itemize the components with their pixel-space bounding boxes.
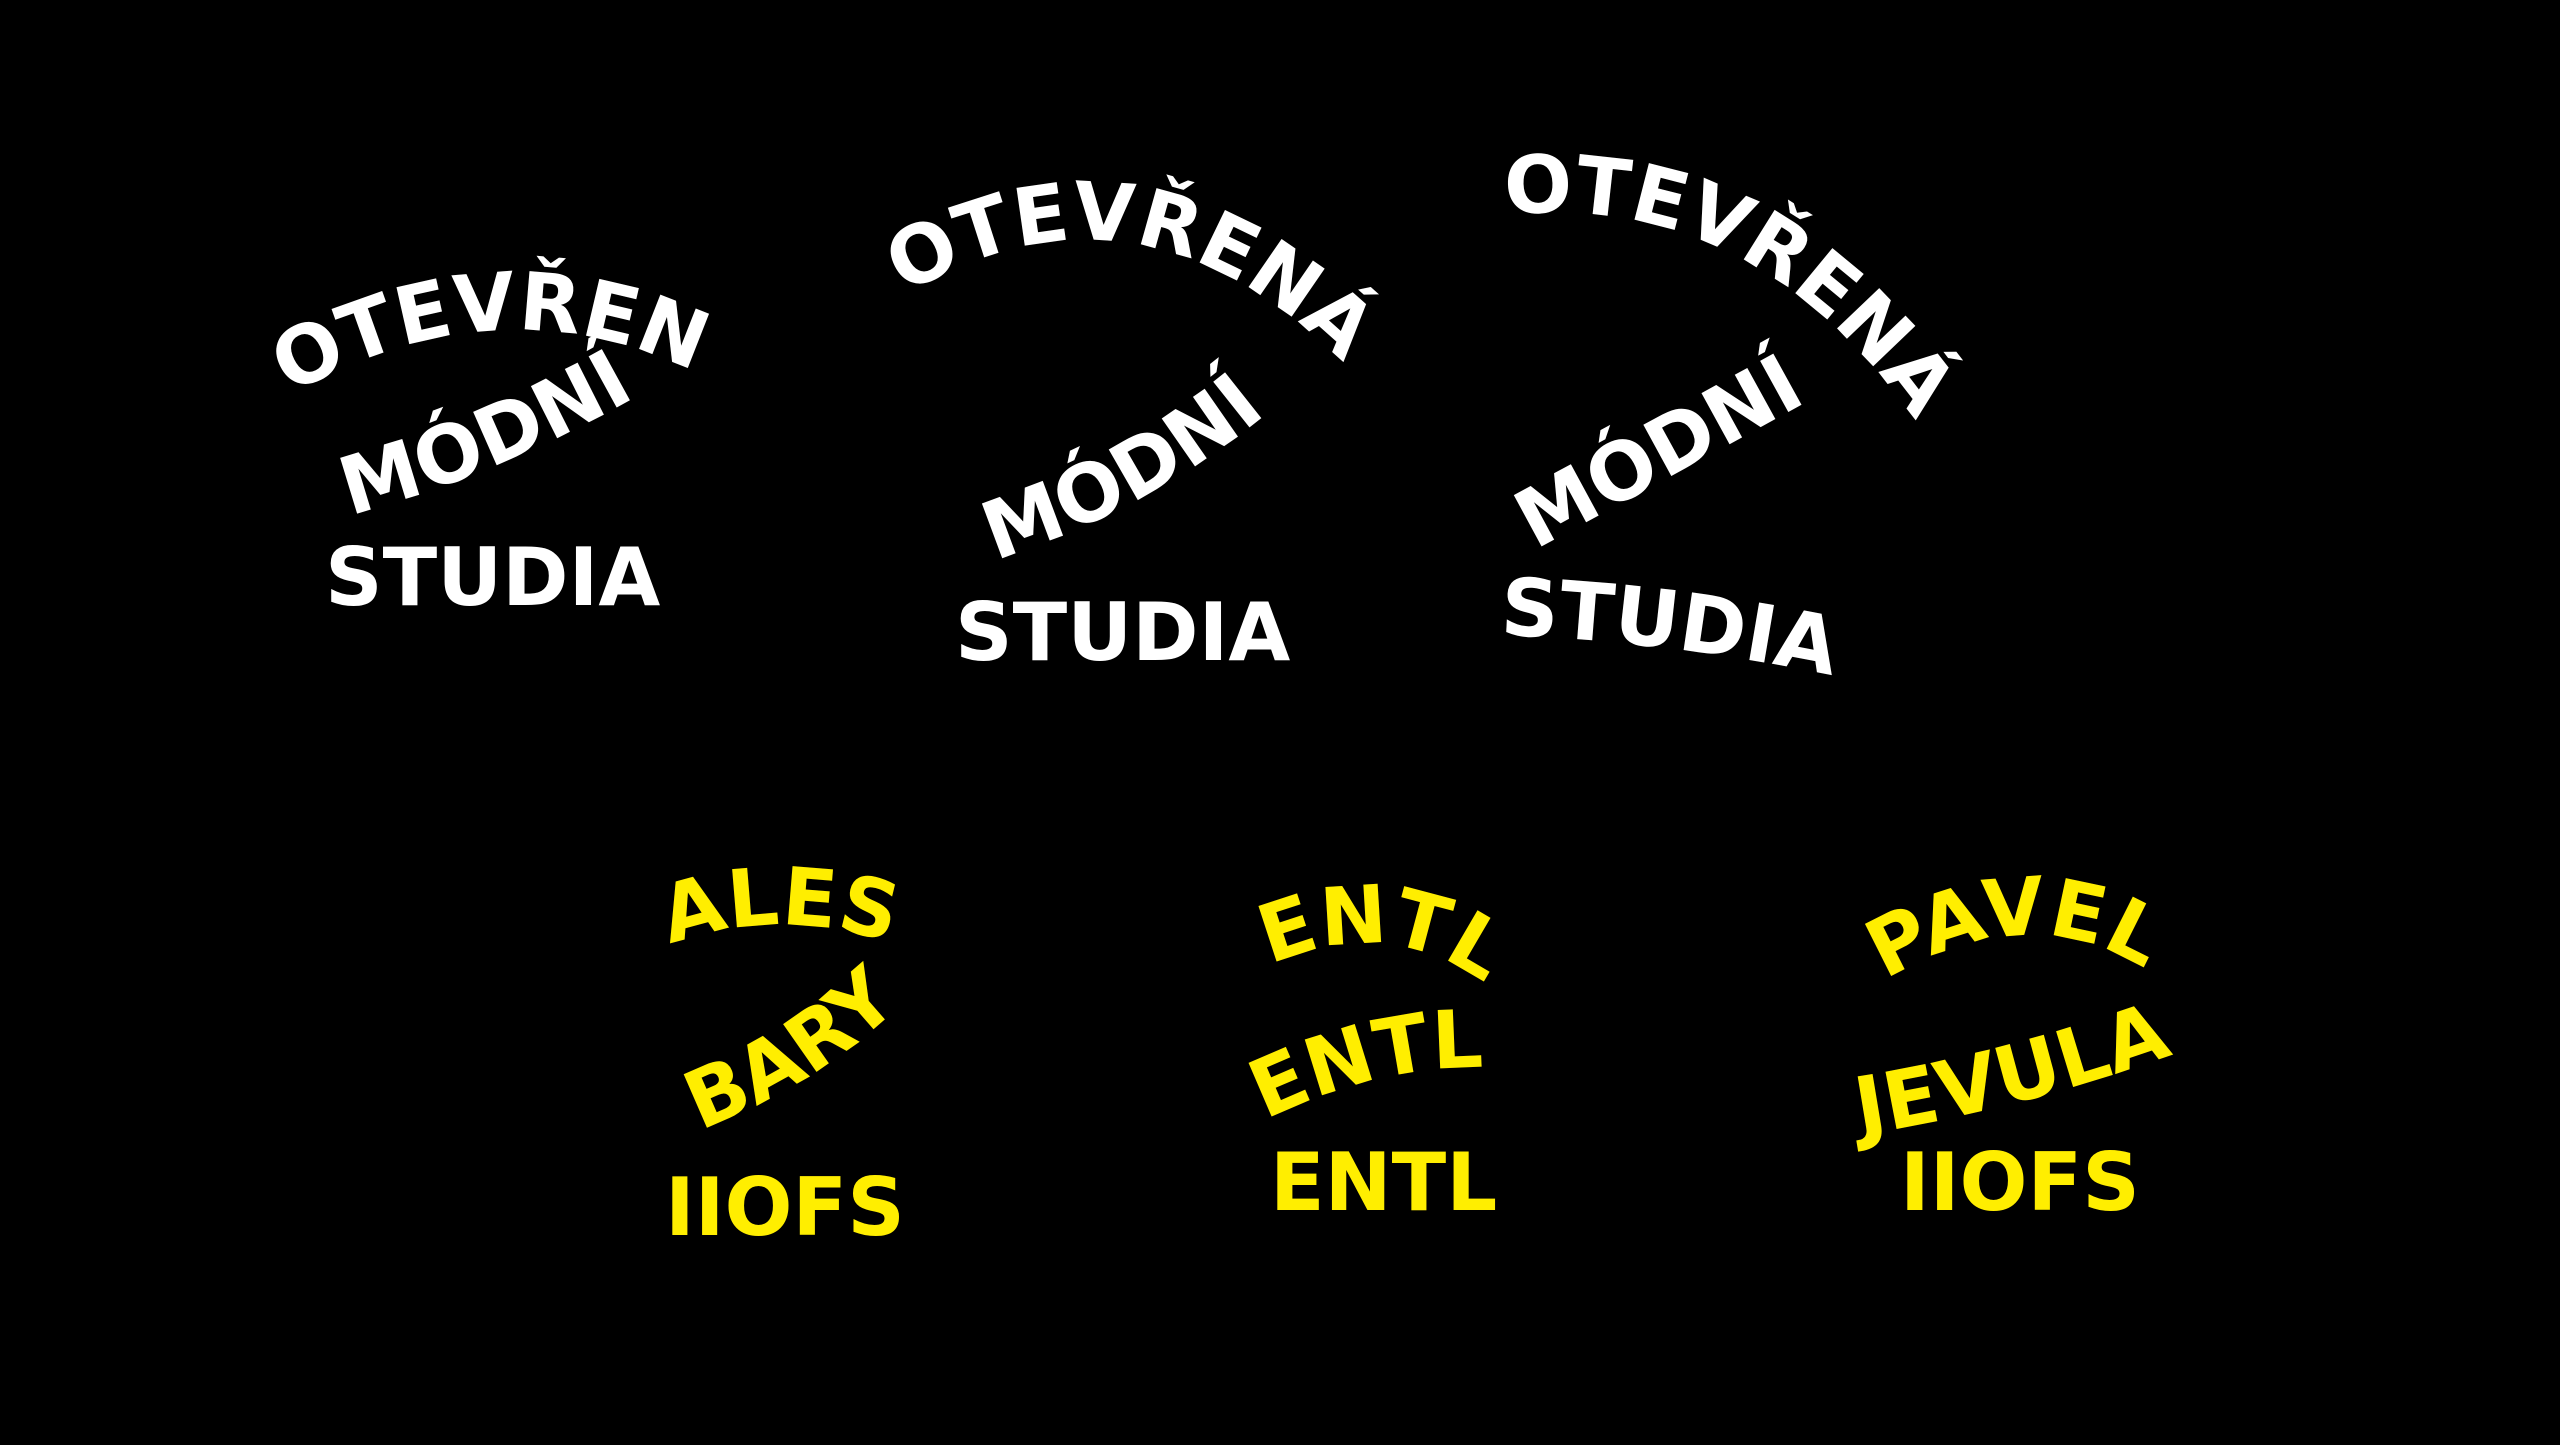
logo-line-2: MÓDNÍ [970, 355, 1279, 579]
logo-otevrena-2: OTEVŘENÁ MÓDNÍ STUDIA [871, 165, 1394, 679]
logo-line-1: ENTL [1247, 868, 1523, 999]
logo-line-1: OTEVŘENÁ [871, 165, 1394, 377]
logo-line-3: IIOFS [665, 1161, 905, 1254]
logo-line-2: BARY [671, 949, 915, 1148]
logo-line-3: IIOFS [1900, 1136, 2140, 1229]
logo-ales-bary: ALES BARY IIOFS [650, 850, 914, 1254]
logo-line-3: STUDIA [955, 586, 1290, 679]
logo-line-3: ENTL [1270, 1136, 1497, 1229]
logo-line-2: JEVULA [1843, 984, 2180, 1154]
logo-otevrena-1: OTEVŘENÁ MÓDNÍ STUDIA [0, 0, 722, 624]
logo-line-1: ALES [650, 850, 908, 962]
logo-otevrena-3: OTEVŘENÁ MÓDNÍ STUDIA [1499, 137, 1975, 693]
logo-line-1: PAVEL [1851, 859, 2178, 996]
logo-line-2: MÓDNÍ [1500, 335, 1817, 566]
logo-line-3: STUDIA [1499, 561, 1846, 694]
logo-pavel-jevula: PAVEL JEVULA IIOFS [1843, 859, 2180, 1229]
logo-line-1: OTEVŘENÁ [0, 0, 722, 411]
logo-line-3: STUDIA [325, 531, 660, 624]
logo-line-2: ENTL [1236, 993, 1485, 1137]
logo-entl: ENTL ENTL ENTL [1236, 868, 1524, 1229]
